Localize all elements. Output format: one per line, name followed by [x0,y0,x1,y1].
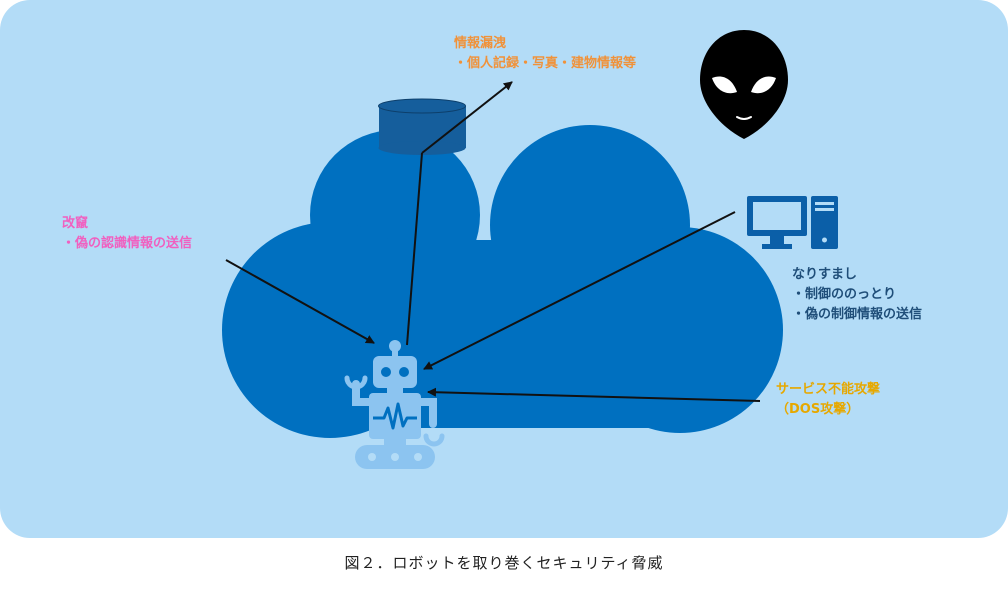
dos-threat-label: サービス不能攻撃 （DOS攻撃） [776,380,880,420]
leak-arrow-db-to-label [421,81,513,154]
robot-icon [344,340,445,469]
spoof-item-1: ・制御ののっとり [792,287,897,302]
dos-item: （DOS攻撃） [776,402,860,417]
database-icon [378,98,466,155]
tamper-item: ・偽の認識情報の送信 [62,236,193,251]
threat-arrows [225,81,761,402]
leak-arrow-robot-to-db [406,152,423,346]
tamper-arrow [225,259,375,344]
tamper-title: 改竄 [62,216,89,231]
spoof-arrow [423,211,736,370]
alien-icon [700,30,788,139]
leak-item: ・個人記録・写真・建物情報等 [454,56,637,71]
leak-threat-label: 情報漏洩 ・個人記録・写真・建物情報等 [454,34,636,74]
computer-icon [747,196,838,249]
spoof-title: なりすまし [792,267,858,282]
figure-caption: 図２．ロボットを取り巻くセキュリティ脅威 [344,554,664,572]
leak-title: 情報漏洩 [454,36,507,51]
spoof-threat-label: なりすまし ・制御ののっとり ・偽の制御情報の送信 [792,265,922,325]
tamper-threat-label: 改竄 ・偽の認識情報の送信 [62,214,192,254]
dos-arrow [427,387,761,402]
dos-title: サービス不能攻撃 [776,382,881,397]
spoof-item-2: ・偽の制御情報の送信 [792,307,923,322]
